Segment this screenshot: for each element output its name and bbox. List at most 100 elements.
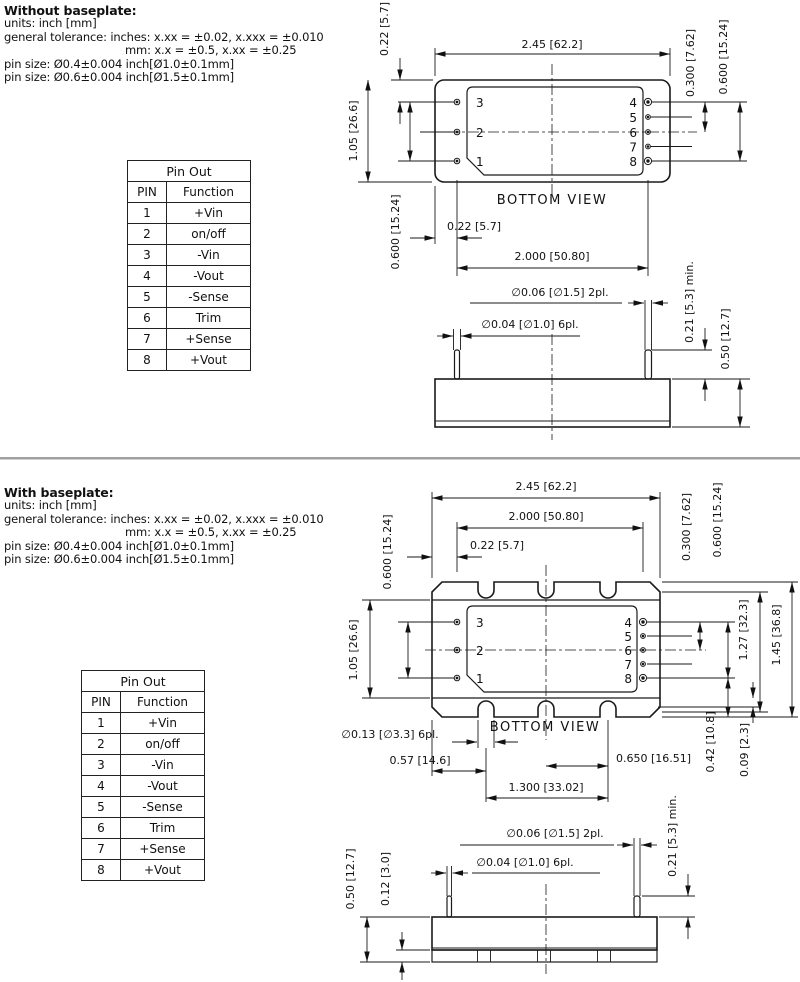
dim-pin-span-right-label: 0.600 [15.24] (711, 482, 724, 557)
fat-pin (633, 895, 641, 918)
pin-cell: 7 (127, 328, 167, 350)
pin-number: 7 (629, 141, 637, 155)
function-cell: +Sense (120, 838, 205, 860)
dim-slot-half-label: 0.650 [16.51] (616, 752, 691, 765)
dim-pin-span-h-label: 2.000 [50.80] (514, 250, 589, 263)
table-row: 5-Sense (127, 286, 251, 308)
table-row: 8+Vout (127, 349, 251, 371)
function-cell: on/off (166, 223, 251, 245)
dim-pin-to-edge-label: 0.42 [10.8] (704, 711, 717, 772)
note-tolerance-mm: mm: x.x = ±0.5, x.xx = ±0.25 (125, 43, 297, 58)
function-cell: -Vin (166, 244, 251, 266)
function-cell: -Vin (120, 754, 205, 776)
table-row: 5-Sense (81, 796, 205, 818)
note-tolerance-inches: general tolerance: inches: x.xx = ±0.02,… (4, 511, 324, 526)
table-row: 4-Vout (81, 775, 205, 797)
fat-pin (644, 349, 653, 380)
function-cell: -Sense (120, 796, 205, 818)
notes-with-baseplate: With baseplate: units: inch [mm] general… (4, 486, 324, 566)
dim-pin-dia-6pl-label: ∅0.04 [∅1.0] 6pl. (476, 856, 573, 869)
pin-cell: 7 (81, 838, 121, 860)
dim-pin-span-left-label: 0.600 [15.24] (389, 194, 402, 269)
pinout-title: Pin Out (81, 670, 205, 692)
pin-number: 4 (624, 616, 632, 630)
function-cell: Trim (166, 307, 251, 329)
dim-width-label: 2.45 [62.2] (515, 480, 576, 493)
function-cell: -Sense (166, 286, 251, 308)
table-row: 7+Sense (81, 838, 205, 860)
bottom-bottom-view: 3 2 1 4 5 6 7 8 (398, 565, 735, 740)
table-row: 1+Vin (81, 712, 205, 734)
dim-pin-offset-side-label: 0.22 [5.7] (447, 220, 501, 233)
dim-pin-span-h-label: 2.000 [50.80] (508, 510, 583, 523)
section-heading: With baseplate: (4, 485, 114, 500)
dim-edge-chamfer-label: 0.09 [2.3] (738, 723, 751, 777)
pin-number: 2 (476, 644, 484, 658)
dim-bp-thickness-label: 0.12 [3.0] (379, 852, 392, 906)
pins-right (643, 97, 747, 166)
dim-body-height-label: 0.50 [12.7] (719, 308, 732, 369)
pinout-col-function: Function (166, 181, 251, 203)
thin-pin (453, 349, 461, 380)
table-row: 7+Sense (127, 328, 251, 350)
pin-number: 1 (476, 155, 484, 169)
pin-cell: 3 (81, 754, 121, 776)
note-pin-size-2: pin size: Ø0.6±0.004 inch[Ø1.5±0.1mm] (4, 70, 235, 85)
dim-slot-span-label: 1.300 [33.02] (508, 781, 583, 794)
top-bottom-view: 3 2 1 4 5 6 7 8 (398, 64, 747, 198)
pin-number: 2 (476, 126, 484, 140)
dim-pin-dia-2pl-label: ∅0.06 [∅1.5] 2pl. (506, 827, 603, 840)
pin-cell: 4 (127, 265, 167, 287)
pin-number: 5 (624, 630, 632, 644)
pin-cell: 8 (127, 349, 167, 371)
bottom-dimensions: 2.45 [62.2] 2.000 [50.80] 0.22 [5.7] 0.6… (341, 480, 798, 896)
pinout-col-pin: PIN (127, 181, 167, 203)
bottom-side-view: 0.50 [12.7] 0.12 [3.0] 0.21 [5.3] min. (344, 795, 695, 980)
dim-pin-span-left-label: 0.600 [15.24] (381, 514, 394, 589)
dim-pin-span-right-label: 0.600 [15.24] (717, 19, 730, 94)
pinout-title: Pin Out (127, 160, 251, 182)
pin-cell: 5 (81, 796, 121, 818)
view-label: BOTTOM VIEW (490, 720, 600, 735)
section-heading: Without baseplate: (4, 3, 137, 18)
pin-number: 8 (629, 155, 637, 169)
pin-number: 7 (624, 658, 632, 672)
pin-numbers: 3 2 1 4 5 6 7 8 (476, 96, 637, 169)
dim-slot-offset-label: 0.57 [14.6] (389, 754, 450, 767)
dim-width-label: 2.45 [62.2] (521, 38, 582, 51)
table-row: 4-Vout (127, 265, 251, 287)
dim-height-label: 1.05 [26.6] (347, 100, 360, 161)
dim-height-label: 1.05 [26.6] (347, 619, 360, 680)
pins-right (638, 617, 735, 683)
thin-pin (446, 895, 453, 918)
pin-number: 8 (624, 672, 632, 686)
function-cell: -Vout (166, 265, 251, 287)
function-cell: +Vout (120, 859, 205, 881)
pin-cell: 3 (127, 244, 167, 266)
pin-number: 6 (624, 644, 632, 658)
view-label: BOTTOM VIEW (497, 193, 607, 208)
slot-marks (477, 950, 611, 962)
dim-pin-offset-label: 0.22 [5.7] (378, 2, 391, 56)
baseplate-strip (431, 949, 658, 963)
pin-cell: 6 (81, 817, 121, 839)
table-row: 3-Vin (127, 244, 251, 266)
note-pin-size-1: pin size: Ø0.4±0.004 inch[Ø1.0±0.1mm] (4, 538, 235, 553)
pin-cell: 2 (81, 733, 121, 755)
dim-bp-height-label: 1.45 [36.8] (770, 604, 783, 665)
pin-cell: 1 (81, 712, 121, 734)
pinout-col-function: Function (120, 691, 205, 713)
note-pin-size-1: pin size: Ø0.4±0.004 inch[Ø1.0±0.1mm] (4, 56, 235, 71)
note-units: units: inch [mm] (4, 498, 97, 513)
pin-cell: 1 (127, 202, 167, 224)
function-cell: +Vin (166, 202, 251, 224)
baseplate-outline (431, 581, 661, 718)
pin-cell: 2 (127, 223, 167, 245)
